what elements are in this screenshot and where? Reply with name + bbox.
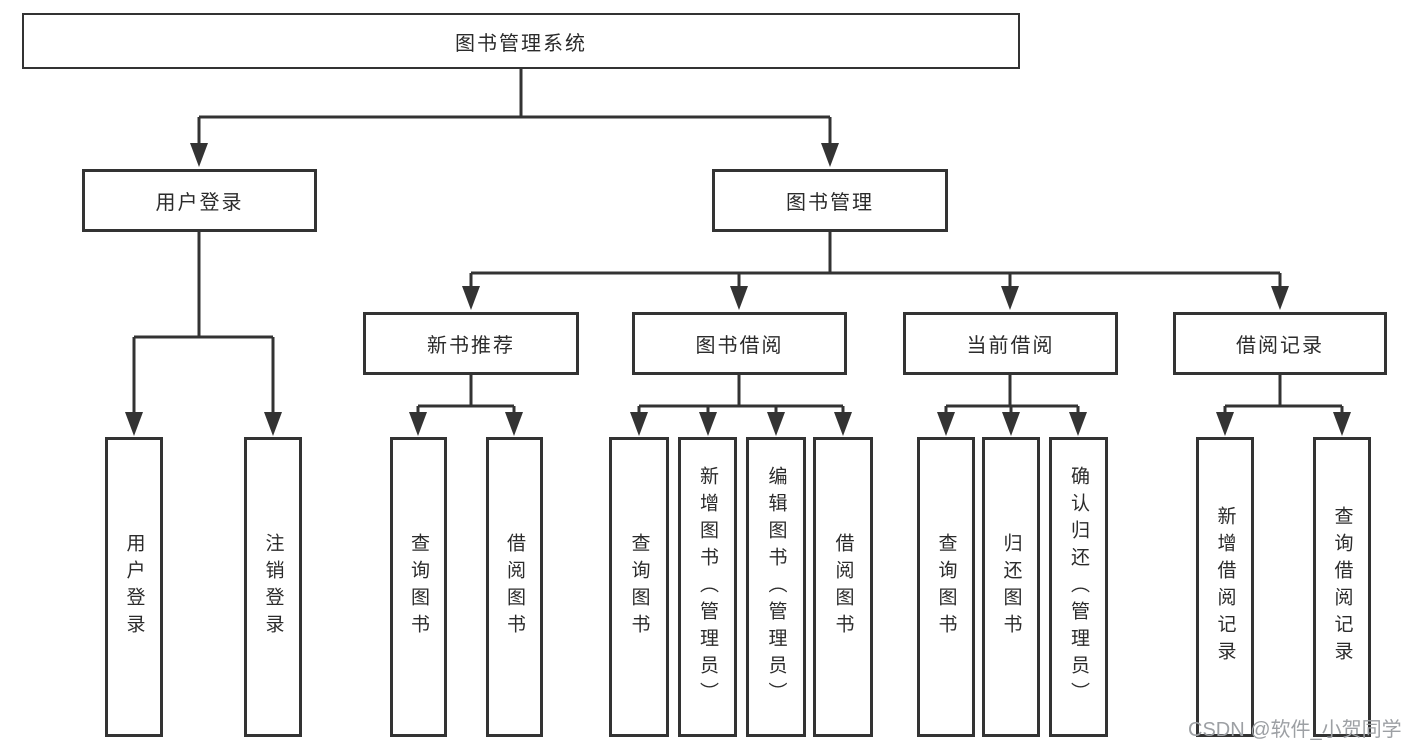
node-leaf-bb-add-books-admin-label: 新增图书（管理员）: [697, 465, 718, 709]
node-leaf-bb-query-books-label: 查询图书: [628, 533, 650, 641]
node-leaf-cb-query-books: 查询图书: [917, 437, 975, 737]
node-leaf-logout-label: 注销登录: [262, 533, 284, 641]
node-leaf-nbr-borrow-books: 借阅图书: [486, 437, 543, 737]
node-user-login-label: 用户登录: [155, 192, 244, 214]
node-leaf-br-query-record-label: 查询借阅记录: [1331, 506, 1353, 668]
node-user-login: 用户登录: [82, 169, 317, 232]
node-leaf-user-login-label: 用户登录: [123, 533, 145, 641]
node-root-library-management-system: 图书管理系统: [22, 13, 1020, 69]
node-leaf-bb-edit-books-admin: 编辑图书（管理员）: [746, 437, 806, 737]
node-leaf-cb-confirm-return-admin: 确认归还（管理员）: [1049, 437, 1108, 737]
node-current-borrowing-label: 当前借阅: [966, 335, 1055, 357]
node-book-management-label: 图书管理: [786, 192, 874, 214]
node-leaf-user-login: 用户登录: [105, 437, 163, 737]
node-leaf-nbr-borrow-books-label: 借阅图书: [504, 533, 525, 641]
node-leaf-nbr-query-books: 查询图书: [390, 437, 447, 737]
node-new-book-recommend-label: 新书推荐: [427, 335, 515, 357]
node-book-borrowing: 图书借阅: [632, 312, 847, 375]
node-book-borrowing-label: 图书借阅: [695, 335, 784, 357]
node-leaf-bb-edit-books-admin-label: 编辑图书（管理员）: [765, 465, 787, 709]
node-leaf-br-query-record: 查询借阅记录: [1313, 437, 1371, 737]
node-leaf-cb-return-books: 归还图书: [982, 437, 1040, 737]
node-leaf-nbr-query-books-label: 查询图书: [408, 533, 429, 641]
node-leaf-logout: 注销登录: [244, 437, 302, 737]
node-leaf-cb-return-books-label: 归还图书: [1000, 533, 1022, 641]
node-leaf-cb-confirm-return-admin-label: 确认归还（管理员）: [1068, 465, 1089, 709]
node-leaf-br-add-record: 新增借阅记录: [1196, 437, 1254, 737]
node-current-borrowing: 当前借阅: [903, 312, 1118, 375]
node-leaf-bb-borrow-books-label: 借阅图书: [832, 533, 854, 641]
node-borrowing-records: 借阅记录: [1173, 312, 1387, 375]
node-leaf-bb-add-books-admin: 新增图书（管理员）: [678, 437, 737, 737]
node-borrowing-records-label: 借阅记录: [1236, 335, 1324, 357]
node-new-book-recommend: 新书推荐: [363, 312, 579, 375]
node-root-label: 图书管理系统: [455, 32, 587, 55]
node-leaf-bb-borrow-books: 借阅图书: [813, 437, 873, 737]
node-leaf-cb-query-books-label: 查询图书: [935, 533, 957, 641]
node-leaf-br-add-record-label: 新增借阅记录: [1214, 506, 1236, 668]
node-leaf-bb-query-books: 查询图书: [609, 437, 669, 737]
node-book-management: 图书管理: [712, 169, 948, 232]
csdn-watermark: CSDN @软件_小贺同学: [1188, 719, 1402, 741]
